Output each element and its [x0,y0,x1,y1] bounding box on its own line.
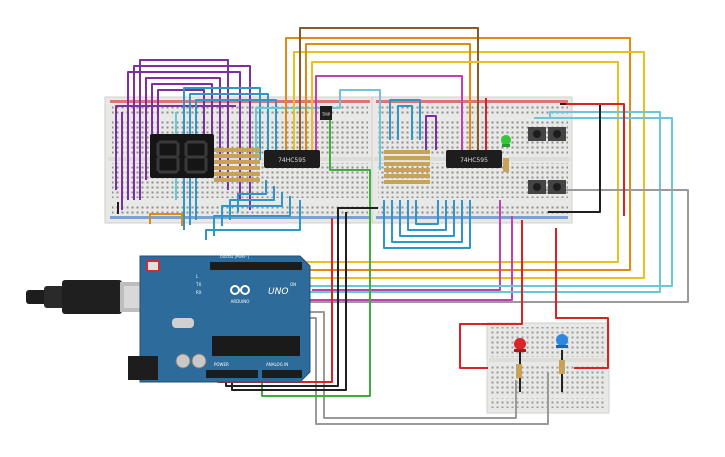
led-red-icon [514,338,526,378]
shift-register-chip-1: 74HC595 [264,150,320,168]
wire-purple [127,71,241,200]
arduino-model: UNO [268,287,288,297]
arduino-uno-board: ARDUINO UNO TX RX L ON POWER ANALOG IN D… [128,255,311,383]
resistor-bank-right [384,150,430,184]
chip-1-label: 74HC595 [278,157,306,164]
wire-cyan [302,111,661,293]
wire-orange [149,213,183,226]
wire-blue [383,200,471,249]
wire-purple [133,65,251,210]
resistor-bank-left [214,148,260,182]
wires [115,27,689,425]
wire-yellow [293,51,645,279]
wire-blue [229,186,275,220]
wire-blue [399,200,455,237]
push-button-icon[interactable] [548,180,566,194]
wire-red [555,228,609,340]
wire-purple [157,89,205,168]
wire-purple [139,59,229,200]
seven-segment-display [150,134,214,178]
wire-blue [213,196,291,236]
push-button-icon[interactable] [528,180,546,194]
wire-blue [237,180,267,212]
wire-red [459,340,488,369]
wire-cyan [300,117,673,287]
wire-blue [415,200,439,225]
temperature-sensor-icon: TMP [320,106,332,120]
led-green-icon [501,135,511,172]
chip-2-label: 74HC595 [460,157,488,164]
arduino-l-label: L [196,274,199,279]
arduino-on-label: ON [290,282,296,287]
wire-yellow [304,61,619,263]
wire-black [231,212,347,391]
wire-red [566,103,625,216]
wire-red [459,220,523,340]
wire-magenta [312,200,501,291]
arduino-tx-label: TX [195,282,201,287]
digit-1 [156,140,180,174]
arduino-brand: ARDUINO [231,299,250,304]
wire-cyan [255,89,381,170]
arduino-analog-label: ANALOG IN [266,362,288,367]
arduino-digital-label: DIGITAL (PWM~) [220,255,250,259]
arduino-rx-label: RX [196,290,202,295]
wire-purple [151,83,213,175]
wire-green [261,120,371,397]
sensor-label: TMP [321,112,331,117]
arduino-logo-icon [230,285,250,295]
wire-blue [205,200,301,240]
wire-magenta [315,75,463,150]
shift-register-chip-2: 74HC595 [446,150,502,168]
wire-purple [425,115,437,150]
wire-blue [407,200,447,231]
wire-red [574,340,609,369]
arduino-power-label: POWER [214,362,229,367]
wire-magenta [290,216,513,301]
usb-connector-icon [26,280,150,314]
push-button-icon[interactable] [528,127,546,141]
wire-black [225,207,378,387]
wire-blue [389,99,421,140]
wire-orange [305,43,471,150]
push-button-icon[interactable] [548,127,566,141]
wire-brown [299,27,479,150]
wire-gray [296,189,689,303]
led-blue-icon [556,334,568,374]
digit-2 [184,140,208,174]
wire-blue [397,105,413,140]
wire-blue [221,192,283,226]
wire-orange [285,37,631,271]
wire-purple [145,77,221,180]
wire-blue [391,200,463,243]
